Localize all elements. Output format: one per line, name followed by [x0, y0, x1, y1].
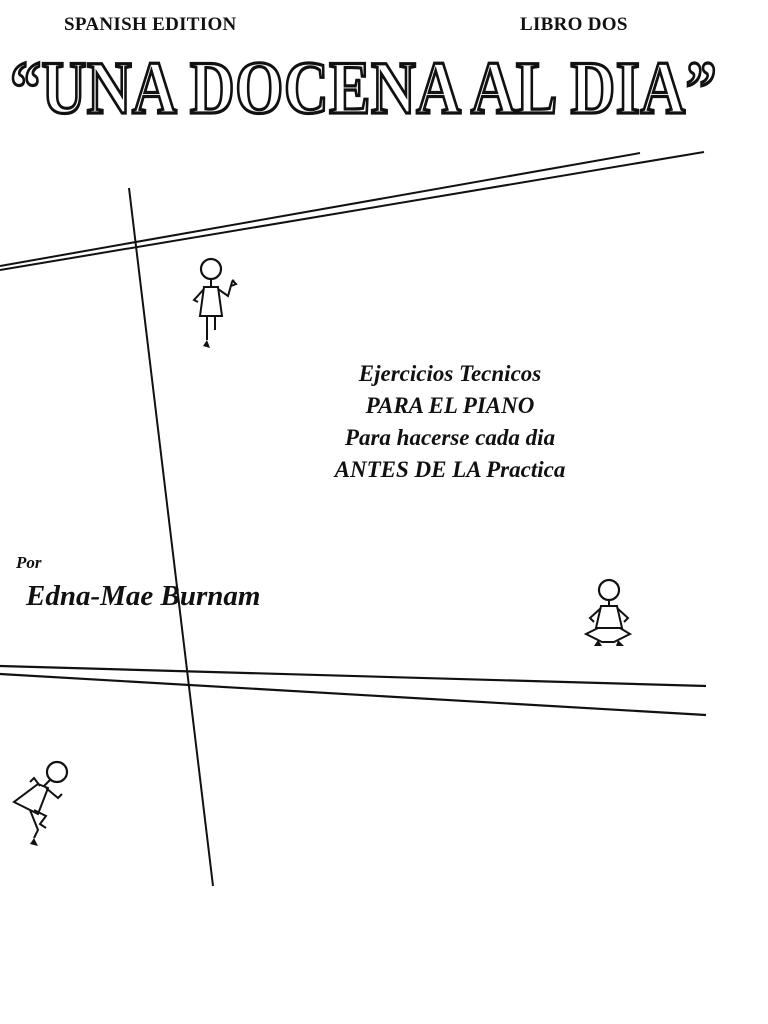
subtitle-block: Ejercicios Tecnicos PARA EL PIANO Para h…	[290, 358, 610, 486]
upper-line-1	[0, 152, 641, 267]
book-number-label: LIBRO DOS	[520, 14, 628, 35]
subtitle-line-4: ANTES DE LA Practica	[334, 457, 566, 482]
vertical-line	[128, 187, 214, 887]
author-by-label: Por	[16, 553, 42, 572]
subtitle-line-1: Ejercicios Tecnicos	[358, 361, 542, 386]
edition-label: SPANISH EDITION	[64, 14, 237, 35]
stick-figure-standing-icon	[192, 257, 238, 348]
subtitle-line-3: Para hacerse cada dia	[344, 425, 556, 450]
upper-line-2	[0, 151, 705, 271]
cover-title: “UNA DOCENA AL DIA”	[9, 46, 718, 132]
stick-figure-sitting-icon	[583, 578, 633, 646]
lower-line-2	[0, 672, 707, 717]
stick-figure-falling-icon	[12, 760, 69, 846]
author-name: Edna-Mae Burnam	[26, 580, 261, 612]
subtitle-line-2: PARA EL PIANO	[365, 393, 535, 418]
lower-line-1	[0, 664, 707, 688]
